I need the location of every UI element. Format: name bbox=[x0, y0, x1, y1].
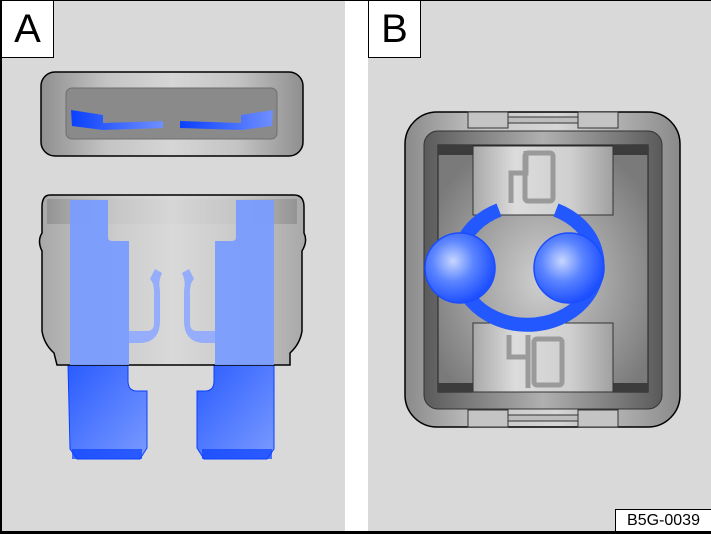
panel-label-b: B bbox=[368, 1, 421, 58]
top-rating-marking bbox=[472, 145, 614, 216]
panel-a: A bbox=[2, 1, 345, 531]
panel-b: B B5G-0039 bbox=[368, 1, 711, 531]
fuse-holder-top-illustration bbox=[404, 111, 681, 428]
panel-label-a: A bbox=[2, 1, 54, 58]
blue-contact-ring bbox=[424, 203, 605, 332]
fuse-top-view bbox=[40, 71, 304, 157]
bottom-rating-marking bbox=[472, 322, 614, 393]
fuse-side-view-illustration bbox=[38, 71, 307, 460]
fuse-body bbox=[38, 194, 307, 460]
figure-reference-code: B5G-0039 bbox=[615, 509, 711, 531]
